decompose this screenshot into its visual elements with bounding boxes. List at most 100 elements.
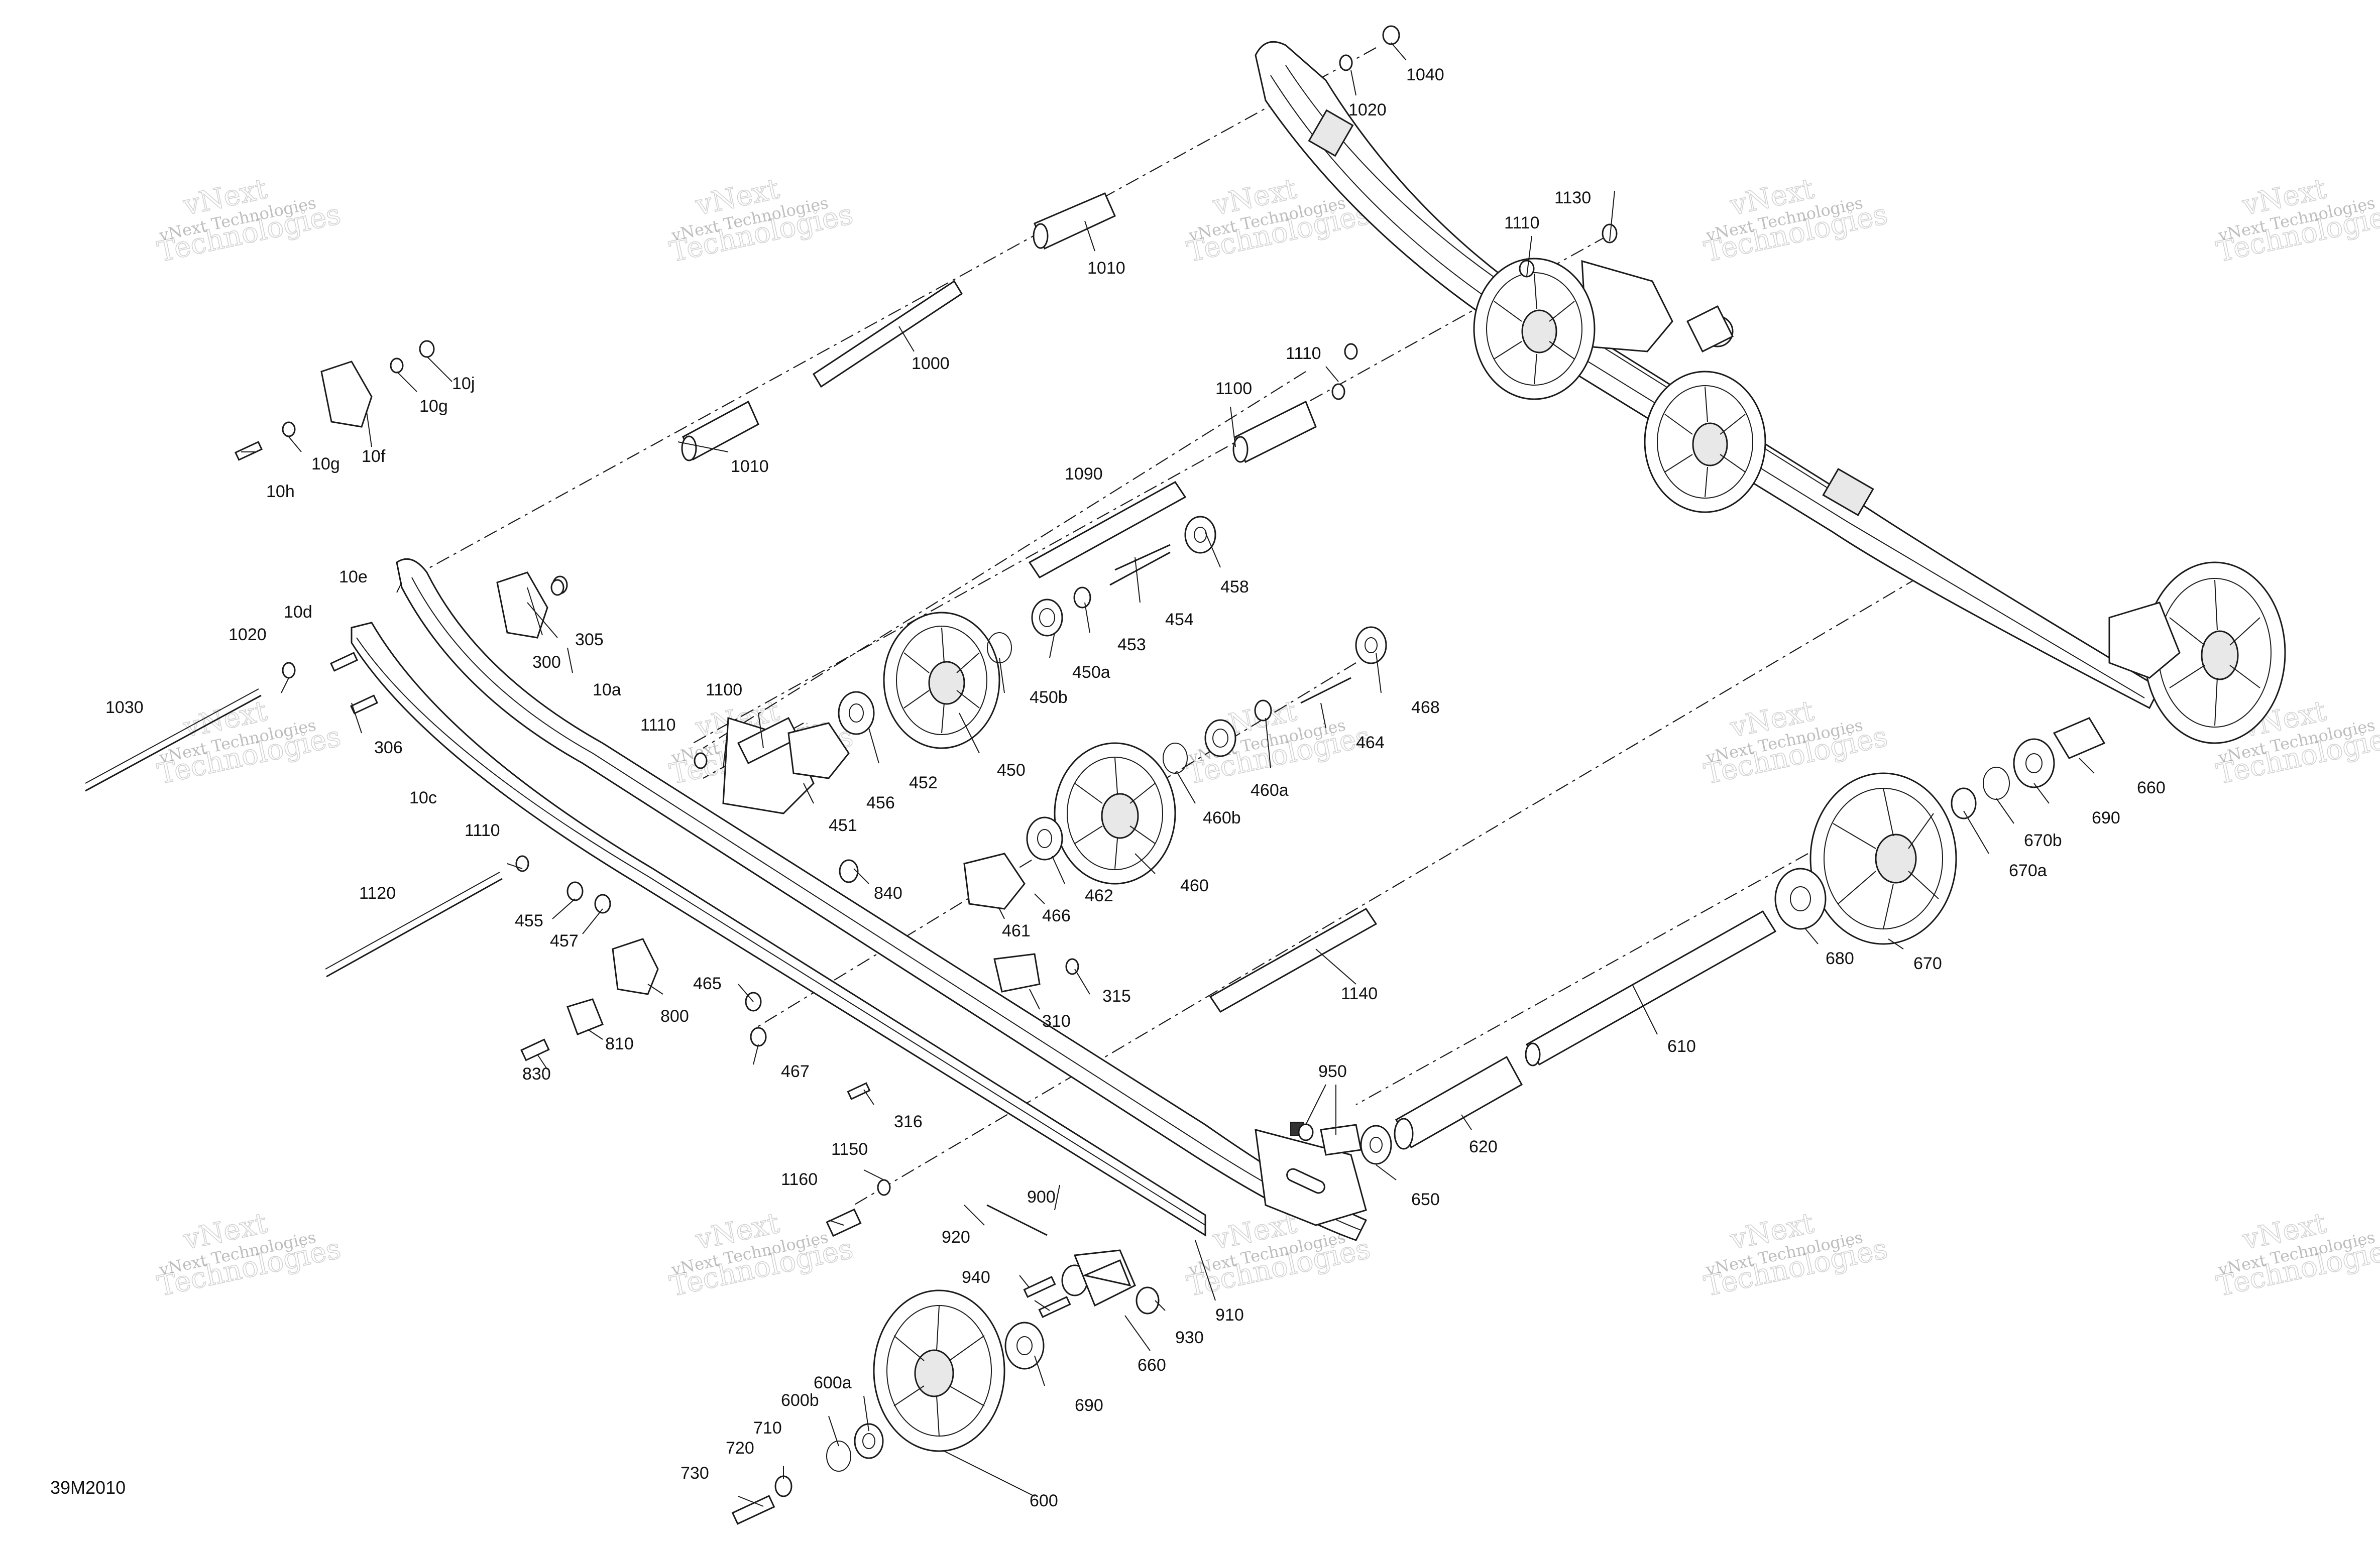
part-label: 1110 [640,716,676,735]
wheel-450 [883,612,1000,749]
leader-lines [241,42,2095,1507]
part-label: 464 [1356,733,1385,752]
part-label: 1150 [831,1140,868,1159]
part-label: 1020 [1348,100,1387,120]
small-hardware [234,25,2181,1525]
part-label: 1090 [1065,464,1103,484]
part-label: 1100 [1215,379,1252,398]
part-label: 930 [1175,1328,1204,1347]
rail-right [1255,41,2161,709]
part-label: 300 [532,653,561,672]
part-label: 10d [284,603,312,622]
part-label: 720 [726,1439,754,1458]
part-label: 460 [1180,876,1209,895]
part-label: 800 [660,1007,689,1026]
part-label: 10g [419,397,448,416]
part-label: 810 [605,1034,634,1053]
wheel-600 [873,1289,1005,1452]
part-label: 1160 [781,1170,818,1189]
part-label: 680 [1826,949,1854,968]
part-label: 670 [1913,954,1942,973]
part-label: 10j [452,374,475,393]
part-label: 315 [1102,987,1131,1006]
part-label: 600 [1030,1491,1058,1510]
part-label: 456 [866,793,895,812]
part-label: 462 [1085,886,1113,905]
part-label: 1030 [105,698,144,717]
part-label: 600b [781,1391,819,1410]
part-label: 670a [2009,861,2047,880]
part-label: 450b [1030,688,1068,707]
part-label: 650 [1411,1190,1440,1209]
part-label: 454 [1165,610,1194,629]
part-label: 620 [1469,1137,1498,1156]
part-label: 920 [942,1228,970,1247]
part-label: 690 [1075,1396,1103,1415]
part-labels: 1040 1020 1010 1000 1010 1130 1110 1110 … [105,65,2166,1510]
part-label: 1130 [1554,188,1591,207]
part-label: 1120 [359,884,396,903]
part-label: 1110 [465,821,500,840]
part-label: 900 [1027,1188,1056,1207]
part-label: 1100 [706,680,742,699]
part-label: 316 [894,1112,923,1131]
part-label: 830 [522,1064,551,1084]
part-label: 310 [1042,1012,1071,1031]
part-label: 306 [374,738,403,757]
part-label: 1110 [1504,213,1540,232]
part-label: 940 [962,1268,990,1287]
part-label: 670b [2024,831,2062,850]
part-label: 690 [2092,808,2120,827]
part-label: 1000 [912,354,950,373]
part-label: 660 [2137,778,2166,797]
part-label: 466 [1042,906,1071,925]
wheel-group [873,258,2286,1452]
part-label: 910 [1215,1305,1244,1325]
part-label: 950 [1318,1062,1347,1081]
part-label: 610 [1667,1037,1696,1056]
wheel-upper-1 [1473,258,1596,400]
part-label: 660 [1138,1356,1166,1375]
part-label: 10c [409,788,437,807]
part-label: 1110 [1286,344,1321,363]
part-label: 10e [339,567,368,586]
part-label: 305 [575,630,604,649]
wheel-670 [1809,772,1957,945]
alignment-lines [411,47,1919,1206]
part-label: 458 [1220,577,1249,597]
wheel-460 [1054,742,1176,885]
diagram-reference-code: 39M2010 [50,1477,126,1498]
part-label: 465 [693,974,722,993]
part-label: 1140 [1341,984,1378,1003]
part-label: 453 [1117,635,1146,654]
part-label: 467 [781,1062,810,1081]
part-label: 730 [681,1464,709,1483]
rail-left [351,558,1368,1241]
part-label: 455 [515,911,543,930]
part-label: 600a [814,1373,852,1392]
part-label: 10h [266,482,295,501]
part-label: 1010 [731,457,769,476]
part-label: 840 [874,884,902,903]
part-label: 452 [909,773,938,792]
part-label: 460a [1251,781,1289,800]
part-label: 457 [550,931,579,951]
part-label: 450 [997,761,1026,780]
part-label: 1010 [1087,259,1125,278]
part-label: 451 [829,816,857,835]
part-label: 1040 [1406,65,1444,84]
part-label: 1020 [229,625,267,644]
part-label: 460b [1203,808,1241,827]
wheel-upper-2 [1644,371,1766,513]
shafts-and-bolts [85,192,1777,1236]
